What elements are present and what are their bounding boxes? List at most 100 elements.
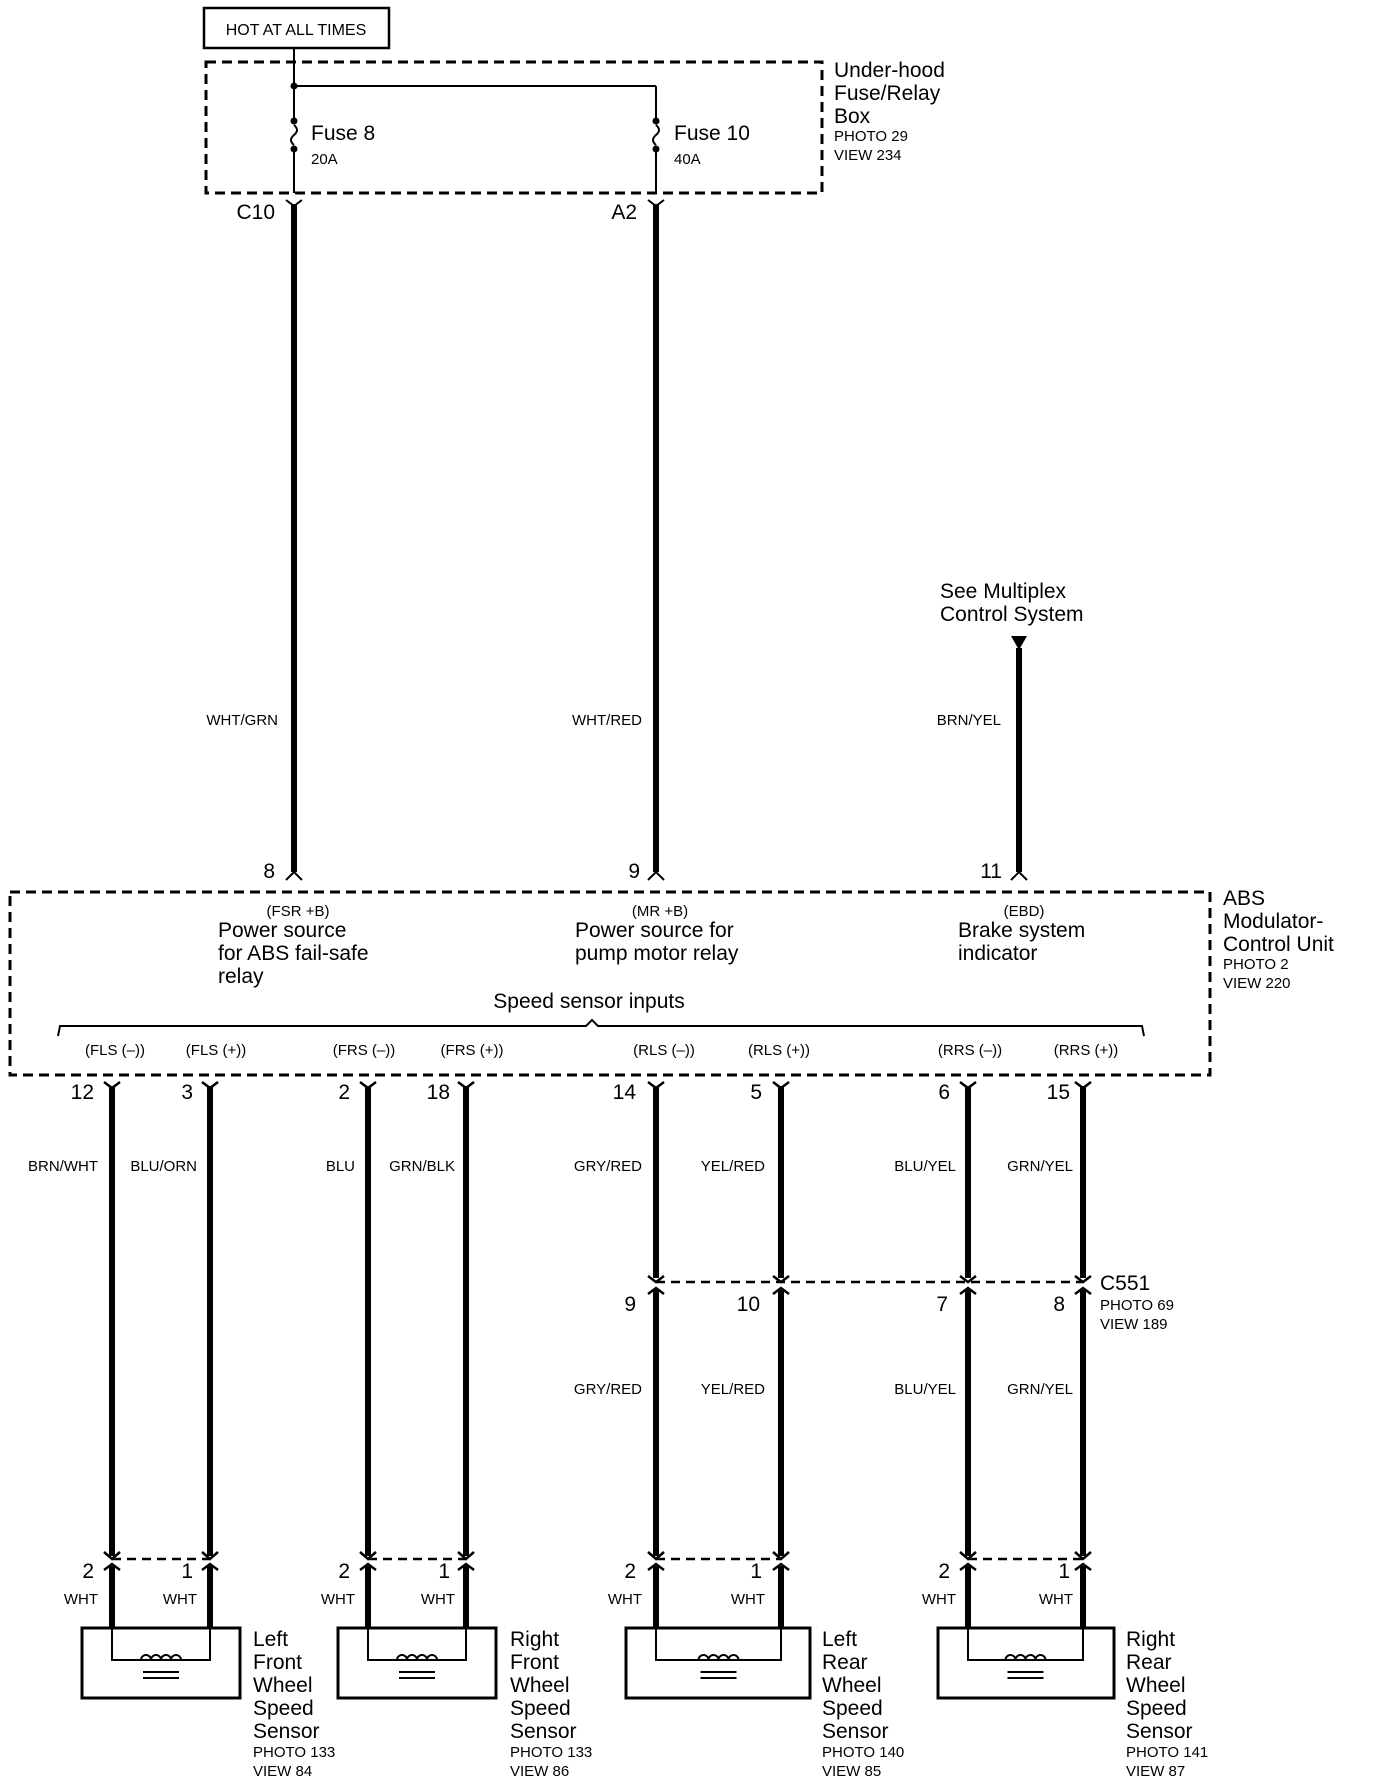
wire-label-brn-wht: BRN/WHT (28, 1158, 98, 1175)
wire-wht-grn (285, 199, 303, 881)
wire-label-yel-red-upper: YEL/RED (701, 1158, 765, 1175)
lf-view: VIEW 84 (253, 1763, 312, 1780)
wire-label-blu-yel-lower: BLU/YEL (894, 1381, 956, 1398)
rr-l1: Right (1126, 1628, 1175, 1651)
wire-label-wht-red: WHT/RED (572, 712, 642, 729)
input-pin-14: 14 (613, 1081, 637, 1104)
fuse-10-rating: 40A (674, 151, 701, 168)
abs-view: VIEW 220 (1223, 975, 1291, 992)
rf-view: VIEW 86 (510, 1763, 569, 1780)
c551-view: VIEW 189 (1100, 1316, 1168, 1333)
rf-pin-2: 2 (338, 1560, 350, 1583)
wire-fls-pos (201, 1081, 219, 1628)
bus-junction (290, 82, 298, 90)
wire-label-grn-yel-upper: GRN/YEL (1007, 1158, 1073, 1175)
input-pin-2: 2 (338, 1081, 350, 1104)
rf-l2: Front (510, 1651, 559, 1674)
wire-label-gry-red-lower: GRY/RED (574, 1381, 642, 1398)
ebd-line-1: Brake system (958, 919, 1085, 942)
mr-line-1: Power source for (575, 919, 734, 942)
lf-photo: PHOTO 133 (253, 1744, 335, 1761)
input-code-fls-pos: (FLS (+)) (186, 1042, 246, 1059)
wire-label-brn-yel: BRN/YEL (937, 712, 1001, 729)
lr-l1: Left (822, 1628, 857, 1651)
ebd-line-2: indicator (958, 942, 1037, 965)
abs-photo: PHOTO 2 (1223, 956, 1289, 973)
input-code-rls-pos: (RLS (+)) (748, 1042, 810, 1059)
wire-label-blu-yel-upper: BLU/YEL (894, 1158, 956, 1175)
rr-view: VIEW 87 (1126, 1763, 1185, 1780)
lr-photo: PHOTO 140 (822, 1744, 904, 1761)
fuse-10 (652, 117, 660, 193)
rf-l5: Sensor (510, 1720, 577, 1743)
lf-sensor-body (80, 1626, 242, 1700)
rf-l4: Speed (510, 1697, 571, 1720)
lr-l2: Rear (822, 1651, 868, 1674)
lr-pin-2: 2 (624, 1560, 636, 1583)
lf-sensor-label: Left Front Wheel Speed Sensor PHOTO 133 … (253, 1628, 335, 1780)
fuse-8-name: Fuse 8 (311, 122, 375, 145)
rr-l3: Wheel (1126, 1674, 1186, 1697)
abs-unit-outline (8, 890, 1212, 1077)
wire-label-gry-red-upper: GRY/RED (574, 1158, 642, 1175)
wire-brn-yel (1010, 636, 1028, 881)
lr-l5: Sensor (822, 1720, 889, 1743)
rr-l5: Sensor (1126, 1720, 1193, 1743)
lr-l3: Wheel (822, 1674, 882, 1697)
wire-rrs-pos (1074, 1081, 1092, 1628)
wire-rrs-neg (959, 1081, 977, 1628)
wire-label-grn-yel-lower: GRN/YEL (1007, 1381, 1073, 1398)
lf-l4: Speed (253, 1697, 314, 1720)
lf-l1: Left (253, 1628, 288, 1651)
fsr-line-1: Power source (218, 919, 346, 942)
rr-sensor-label: Right Rear Wheel Speed Sensor PHOTO 141 … (1126, 1628, 1208, 1780)
wire-rls-pos (772, 1081, 790, 1628)
input-pin-5: 5 (750, 1081, 762, 1104)
rf-photo: PHOTO 133 (510, 1744, 592, 1761)
c551-name: C551 (1100, 1272, 1150, 1295)
speed-sensor-inputs-label: Speed sensor inputs (493, 990, 684, 1013)
wire-frs-pos (457, 1081, 475, 1628)
c551-pin-7: 7 (936, 1293, 948, 1316)
c551-pin-9: 9 (624, 1293, 636, 1316)
rr-wire-a: WHT (922, 1591, 956, 1608)
lf-l5: Sensor (253, 1720, 320, 1743)
wire-label-yel-red-lower: YEL/RED (701, 1381, 765, 1398)
fuse-10-name: Fuse 10 (674, 122, 750, 145)
rf-pin-1: 1 (438, 1560, 450, 1583)
input-pin-3: 3 (181, 1081, 193, 1104)
wire-frs-neg (359, 1081, 377, 1628)
mr-code: (MR +B) (632, 903, 688, 920)
c551-pin-10: 10 (737, 1293, 760, 1316)
fuse-box-title-1: Under-hood (834, 59, 945, 82)
hot-label-box (202, 6, 391, 50)
fsr-code: (FSR +B) (267, 903, 330, 920)
speed-sensor-brace (57, 1018, 1145, 1037)
lf-pin-2: 2 (82, 1560, 94, 1583)
input-pin-6: 6 (938, 1081, 950, 1104)
rf-wire-b: WHT (421, 1591, 455, 1608)
lf-l2: Front (253, 1651, 302, 1674)
wire-wht-red (647, 199, 665, 881)
lr-sensor-label: Left Rear Wheel Speed Sensor PHOTO 140 V… (822, 1628, 904, 1780)
sensor-wires (103, 1081, 1092, 1628)
lf-l3: Wheel (253, 1674, 313, 1697)
lr-wire-a: WHT (608, 1591, 642, 1608)
c551-photo: PHOTO 69 (1100, 1297, 1174, 1314)
wire-label-blu: BLU (326, 1158, 355, 1175)
lr-view: VIEW 85 (822, 1763, 881, 1780)
input-pin-18: 18 (427, 1081, 450, 1104)
input-pin-15: 15 (1047, 1081, 1070, 1104)
lr-wire-b: WHT (731, 1591, 765, 1608)
fsr-line-3: relay (218, 965, 264, 988)
fuse-box-photo: PHOTO 29 (834, 128, 908, 145)
wire-label-blu-orn: BLU/ORN (130, 1158, 197, 1175)
rr-wire-b: WHT (1039, 1591, 1073, 1608)
mr-line-2: pump motor relay (575, 942, 739, 965)
rr-pin-2: 2 (938, 1560, 950, 1583)
rr-l4: Speed (1126, 1697, 1187, 1720)
input-code-fls-neg: (FLS (–)) (85, 1042, 145, 1059)
fuse-box-view: VIEW 234 (834, 147, 902, 164)
fuse-box-outline (204, 60, 824, 195)
